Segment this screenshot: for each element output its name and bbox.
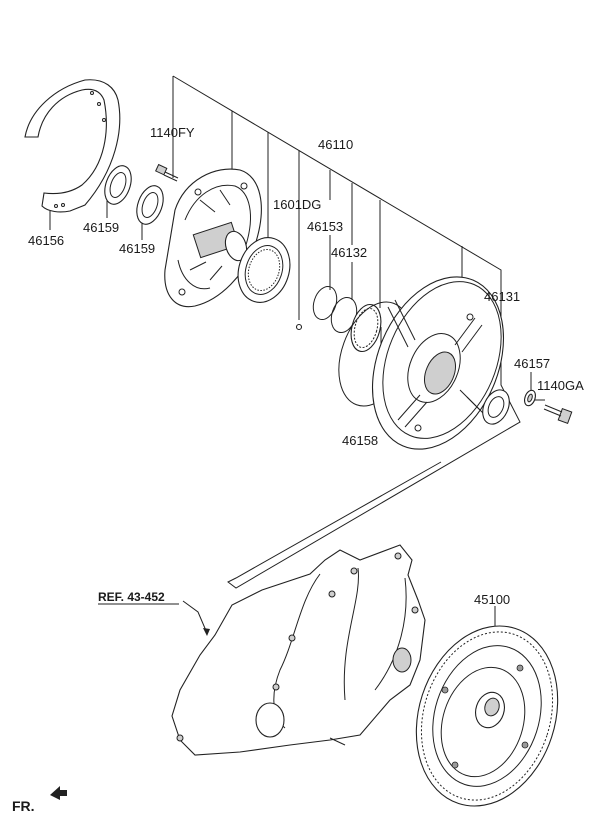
label-45100: 45100 [474, 592, 510, 607]
pump-housing-46131 [371, 276, 505, 450]
pump-drive-gear [350, 303, 382, 353]
label-46157: 46157 [514, 356, 550, 371]
pump-stator-plate [164, 168, 262, 308]
label-46110: 46110 [318, 137, 353, 152]
front-direction-label: FR. [12, 798, 35, 814]
oil-seal-46159-a [104, 165, 132, 205]
label-46156: 46156 [28, 233, 64, 248]
torque-converter-45100 [415, 625, 559, 807]
front-direction-arrow-icon [50, 786, 67, 800]
part-labels: 1140FY 46110 1601DG 46153 46132 46131 46… [12, 125, 584, 814]
snap-plate-46156 [24, 79, 121, 213]
label-46132: 46132 [331, 245, 367, 260]
splined-bushing [237, 237, 291, 303]
bolt-1140ga [543, 404, 573, 424]
label-46159-a: 46159 [83, 220, 119, 235]
transmission-case [171, 544, 426, 756]
label-46153: 46153 [307, 219, 343, 234]
ball-1601dg [295, 323, 303, 331]
snap-ring-46153 [312, 285, 338, 321]
bolt-1140fy [155, 163, 179, 182]
label-1140ga: 1140GA [537, 378, 584, 393]
reference-label: REF. 43-452 [98, 590, 165, 604]
label-1601dg: 1601DG [273, 197, 321, 212]
label-46131: 46131 [484, 289, 520, 304]
label-46159-b: 46159 [119, 241, 155, 256]
front-seal [482, 389, 510, 425]
oil-seal-46159-b [136, 185, 164, 225]
label-46158: 46158 [342, 433, 378, 448]
washer-46157 [524, 389, 536, 407]
label-1140fy: 1140FY [150, 125, 195, 140]
